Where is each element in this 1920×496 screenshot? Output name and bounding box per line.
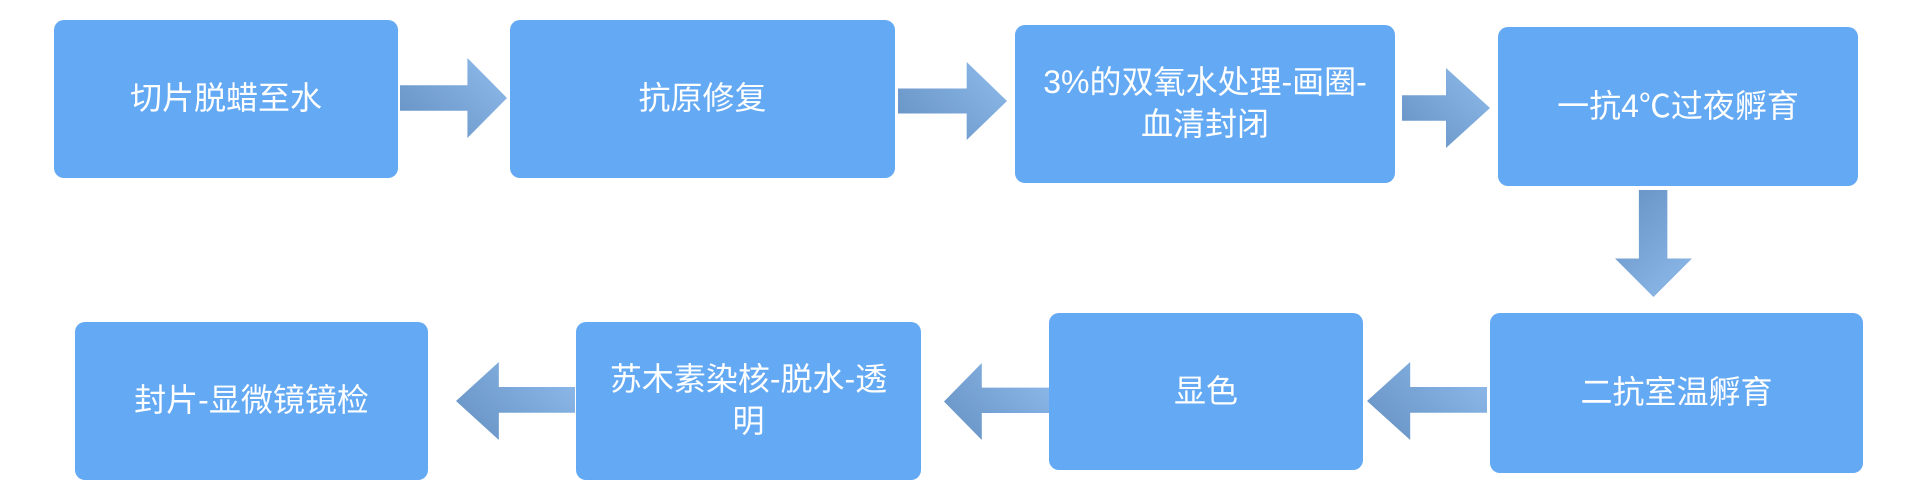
flow-step-secondary-antibody: 二抗室温孵育 [1490,313,1863,473]
flow-step-label: 苏木素染核-脱水-透 明 [609,361,888,439]
flow-step-primary-antibody: 一抗4℃过夜孵育 [1498,27,1858,186]
flow-step-label: 显色 [1173,372,1238,409]
flow-step-counterstain: 苏木素染核-脱水-透 明 [576,322,921,480]
flow-step-peroxide-block: 3%的双氧水处理-画圈- 血清封闭 [1015,25,1395,183]
flow-step-label: 封片-显微镜镜检 [134,382,369,419]
arrow-left-icon [456,362,575,440]
arrow-right-icon [898,62,1007,140]
flow-step-label: 抗原修复 [638,80,767,117]
flow-step-label: 3%的双氧水处理-画圈- 血清封闭 [1043,64,1367,142]
flow-step-label: 切片脱蜡至水 [129,80,322,117]
arrow-down-icon [1615,190,1692,297]
flow-step-label: 一抗4℃过夜孵育 [1557,87,1799,124]
flow-step-mount-microscopy: 封片-显微镜镜检 [75,322,428,480]
flow-step-antigen-retrieval: 抗原修复 [510,20,895,178]
flow-step-dewax: 切片脱蜡至水 [54,20,398,178]
arrow-right-icon [400,58,507,138]
arrow-right-icon [1402,68,1490,148]
arrow-left-icon [1367,362,1487,440]
arrow-left-icon [944,363,1049,440]
flow-step-color-development: 显色 [1049,313,1363,470]
flow-step-label: 二抗室温孵育 [1580,374,1773,411]
